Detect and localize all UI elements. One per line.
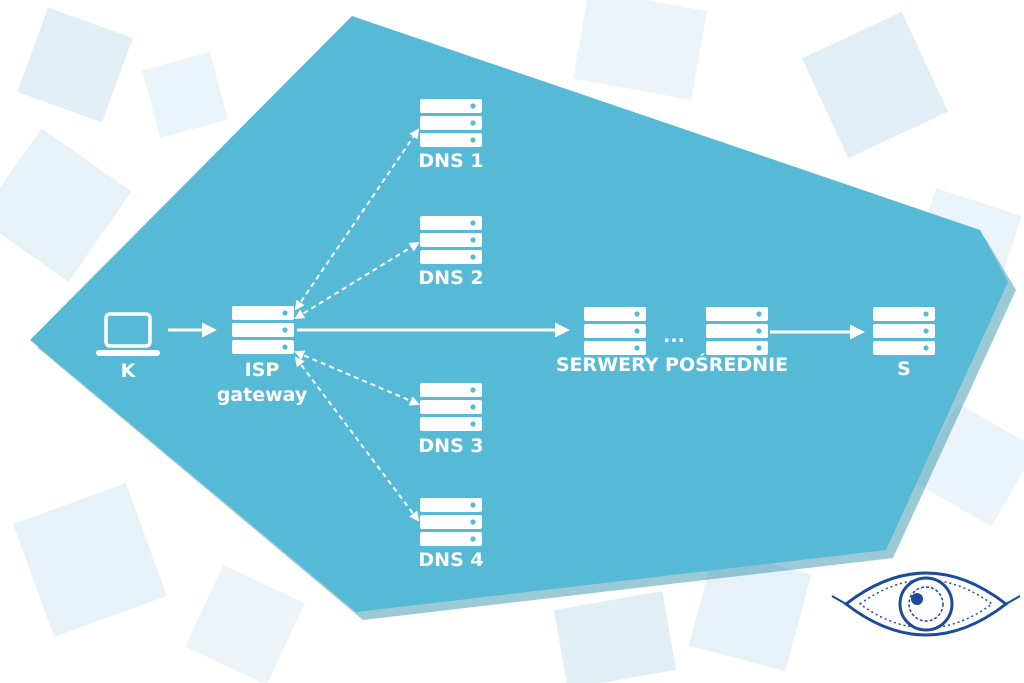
isp-gateway-label: gateway bbox=[217, 384, 308, 406]
intermediate-ellipsis: ... bbox=[663, 325, 685, 347]
destination-server-icon bbox=[873, 307, 935, 355]
dashed-arrow-isp-dns2 bbox=[294, 241, 420, 320]
dashed-arrow-isp-dns4 bbox=[294, 356, 420, 522]
destination-label: S bbox=[897, 358, 911, 380]
intermediate-server-2-icon bbox=[706, 307, 768, 355]
isp-gateway-server-icon bbox=[232, 306, 294, 354]
dns4-label: DNS 4 bbox=[418, 549, 483, 571]
dns1-label: DNS 1 bbox=[418, 150, 483, 172]
dns4-server-icon bbox=[420, 498, 482, 546]
dns2-label: DNS 2 bbox=[418, 267, 483, 289]
diagram-panel bbox=[30, 16, 1008, 612]
intermediate-label: SERWERY POŚREDNIE bbox=[556, 352, 788, 376]
isp-label: ISP bbox=[245, 359, 280, 381]
laptop-icon bbox=[96, 312, 160, 356]
eye-icon bbox=[831, 571, 1021, 637]
dns3-server-icon bbox=[420, 383, 482, 431]
client-label: K bbox=[121, 360, 137, 382]
dns1-server-icon bbox=[420, 99, 482, 147]
connections bbox=[168, 128, 865, 522]
intermediate-server-1-icon bbox=[584, 307, 646, 355]
dns2-server-icon bbox=[420, 216, 482, 264]
dns3-label: DNS 3 bbox=[418, 435, 483, 457]
